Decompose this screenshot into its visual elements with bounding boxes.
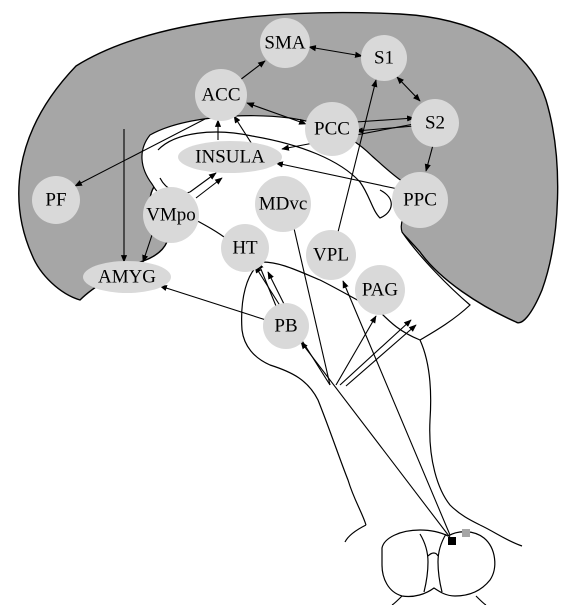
dorsal-horn-black-marker	[448, 537, 456, 545]
node-amyg: AMYG	[83, 261, 171, 293]
brainstem-outline-right	[420, 340, 480, 525]
spinal-cord-outline-right	[480, 525, 522, 546]
node-label-pcc: PCC	[314, 119, 350, 140]
spinal-cord-outline	[345, 525, 366, 542]
spinal-grey-matter	[420, 534, 446, 592]
node-pb: PB	[263, 303, 309, 349]
node-label-pf: PF	[45, 190, 66, 211]
node-sma: SMA	[260, 18, 310, 68]
node-label-sma: SMA	[264, 33, 305, 54]
node-label-pb: PB	[274, 316, 297, 337]
node-label-vmpo: VMpo	[146, 205, 196, 226]
node-label-acc: ACC	[201, 85, 240, 106]
node-label-vpl: VPL	[313, 245, 349, 266]
brainstem-outline	[242, 262, 366, 525]
spinal-cord-bottom-lines	[392, 596, 486, 605]
node-label-s1: S1	[374, 48, 394, 69]
node-pf: PF	[32, 176, 80, 224]
arrow-spinal-pag-1	[336, 316, 376, 385]
node-label-s2: S2	[425, 113, 445, 134]
arrow-spinal-pag-3	[346, 325, 416, 386]
node-pag: PAG	[355, 265, 405, 315]
dorsal-horn-grey-marker	[462, 529, 470, 537]
node-insula: INSULA	[178, 141, 282, 173]
arrow-spinal-pag-2	[340, 320, 411, 385]
node-s1: S1	[361, 35, 407, 81]
node-mdvc: MDvc	[255, 176, 311, 232]
node-pcc: PCC	[305, 102, 359, 156]
node-label-insula: INSULA	[195, 147, 265, 168]
arrow-pb-ht-1	[258, 262, 276, 306]
node-s2: S2	[411, 99, 459, 147]
node-ppc: PPC	[392, 172, 448, 228]
node-vpl: VPL	[306, 230, 356, 280]
node-ht: HT	[221, 224, 269, 272]
arrow-pb-amyg	[160, 286, 266, 320]
node-label-amyg: AMYG	[98, 267, 156, 288]
node-label-ppc: PPC	[403, 190, 437, 211]
node-label-ht: HT	[232, 238, 258, 259]
node-acc: ACC	[195, 69, 247, 121]
node-vmpo: VMpo	[143, 187, 199, 243]
node-label-pag: PAG	[362, 280, 399, 301]
node-label-mdvc: MDvc	[259, 194, 308, 215]
